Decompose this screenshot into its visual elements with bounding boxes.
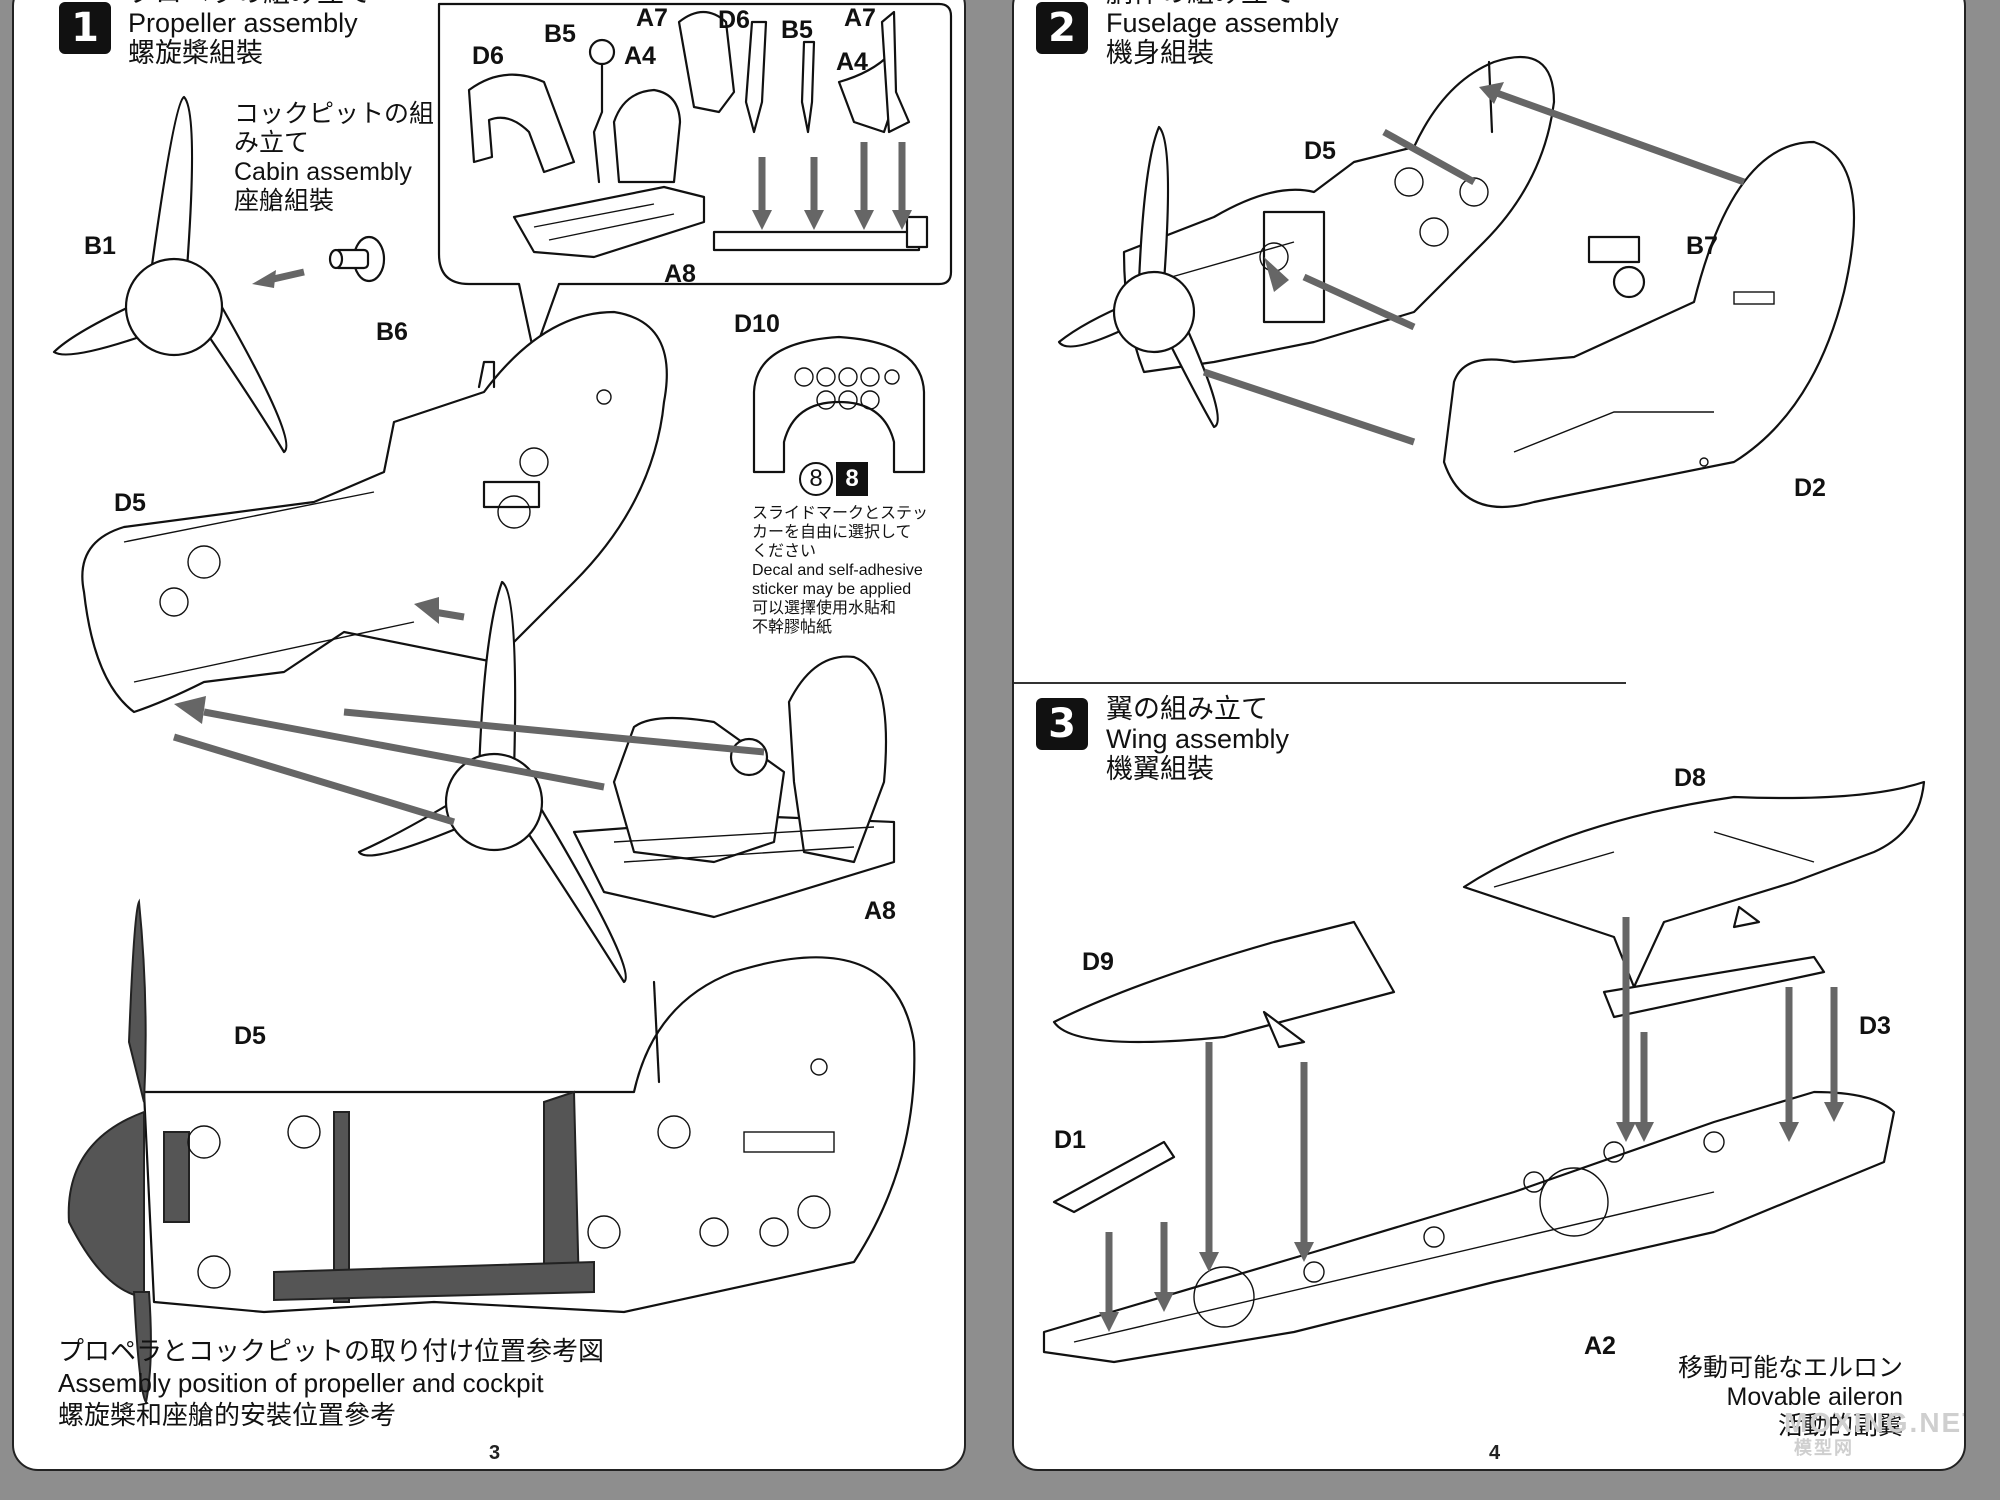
- decal-sticker-note: スライドマークとステッ カーを自由に選択して ください Decal and se…: [752, 504, 928, 637]
- label-d5-step2: D5: [1304, 137, 1336, 165]
- label-d3: D3: [1859, 1012, 1891, 1040]
- part-b5-right-drawing: [800, 40, 816, 134]
- decal-note-ja-1: スライドマークとステッ: [752, 505, 929, 522]
- label-b6: B6: [376, 318, 408, 346]
- aileron-d3-drawing: [1602, 955, 1826, 1019]
- label-inset-a7: A7: [636, 4, 668, 32]
- step-1-title-en: Propeller assembly: [128, 8, 358, 38]
- aileron-caption-en: Movable aileron: [1726, 1383, 1904, 1411]
- cabin-title-zh: 座艙組裝: [234, 187, 335, 215]
- reference-caption-en: Assembly position of propeller and cockp…: [58, 1368, 544, 1398]
- decal-note-en-1: Decal and self-adhesive: [752, 562, 923, 579]
- step-1-number-box: 1: [59, 2, 111, 54]
- wing-d9-drawing: [1052, 920, 1396, 1049]
- reference-caption-zh: 螺旋槳和座艙的安裝位置參考: [58, 1400, 397, 1430]
- step-1-title: プロペラの組み立て Propeller assembly 螺旋槳組裝: [128, 0, 371, 68]
- step-2-title-zh: 機身組裝: [1106, 38, 1214, 68]
- cockpit-a8-drawing: [572, 655, 896, 919]
- step-3-title-en: Wing assembly: [1106, 724, 1290, 754]
- part-a7-drawing: [677, 10, 736, 114]
- label-inset-d6-right: D6: [718, 6, 750, 34]
- wing-d8-drawing: [1462, 780, 1926, 989]
- step-divider: [1014, 682, 1626, 684]
- label-inset-a4: A4: [624, 42, 656, 70]
- fuselage-half-d5-drawing: [81, 310, 668, 714]
- reference-assembly-drawing: [67, 898, 916, 1405]
- propeller-b1-drawing: [52, 95, 288, 454]
- watermark: MOXING.NET: [1784, 1407, 1966, 1438]
- label-d2: D2: [1794, 474, 1826, 502]
- part-d6-drawing: [467, 73, 576, 174]
- page-number-left: 3: [489, 1442, 501, 1464]
- cabin-title-ja-2: み立て: [234, 129, 310, 157]
- label-inset-a4-right: A4: [836, 48, 868, 76]
- part-b5-drawing: [588, 38, 616, 184]
- reference-caption-ja: プロペラとコックピットの取り付け位置参考図: [58, 1336, 605, 1366]
- aileron-caption-ja: 移動可能なエルロン: [1678, 1354, 1904, 1382]
- cabin-title-ja-1: コックピットの組: [234, 100, 435, 128]
- left-page: 1 プロペラの組み立て Propeller assembly 螺旋槳組裝 コック…: [12, 0, 966, 1471]
- cabin-title-en: Cabin assembly: [234, 158, 412, 186]
- part-a8-inset-drawing: [512, 185, 706, 259]
- propeller-step2-drawing: [1057, 125, 1219, 429]
- label-inset-b5: B5: [544, 20, 576, 48]
- watermark-sub: 模型网: [1794, 1438, 1854, 1458]
- decal-note-zh-1: 可以選擇使用水貼和: [752, 600, 897, 617]
- step-3-title-ja: 翼の組み立て: [1106, 694, 1268, 724]
- reference-caption: プロペラとコックピットの取り付け位置参考図 Assembly position …: [58, 1335, 604, 1431]
- decal-note-ja-3: ください: [752, 543, 817, 560]
- cabin-assembly-caption: コックピットの組 み立て Cabin assembly 座艙組裝: [234, 100, 434, 216]
- cabin-inset-bubble: [437, 2, 953, 356]
- right-page-illustrations: [1042, 55, 1926, 1364]
- aileron-d1-drawing: [1052, 1140, 1176, 1214]
- step-2-title-en: Fuselage assembly: [1106, 8, 1339, 38]
- fuselage-half-d2-drawing: [1442, 140, 1856, 509]
- label-b7: B7: [1686, 232, 1718, 260]
- label-d8: D8: [1674, 764, 1706, 792]
- part-d6-right-drawing: [744, 20, 768, 134]
- aileron-caption: 移動可能なエルロン Movable aileron 活動的副翼: [1678, 1354, 1903, 1441]
- spinner-b6-drawing: [328, 235, 386, 283]
- page-number-right: 4: [1489, 1442, 1501, 1464]
- decal-note-en-2: sticker may be applied: [752, 581, 912, 598]
- sticker-box-number: 8: [836, 462, 868, 496]
- step-1-title-ja: プロペラの組み立て: [128, 0, 371, 8]
- step-1-title-zh: 螺旋槳組裝: [128, 38, 263, 68]
- step-3-title: 翼の組み立て Wing assembly 機翼組裝: [1106, 694, 1289, 784]
- step-2-title: 胴体の組み立て Fuselage assembly 機身組裝: [1106, 0, 1339, 68]
- step-2-title-ja: 胴体の組み立て: [1106, 0, 1339, 8]
- label-inset-a8: A8: [664, 260, 696, 288]
- label-b1: B1: [84, 232, 116, 260]
- label-a8: A8: [864, 897, 896, 925]
- label-d10: D10: [734, 310, 780, 338]
- right-page: 2 胴体の組み立て Fuselage assembly 機身組裝 D5 B7 D…: [1012, 0, 1966, 1471]
- decal-note-ja-2: カーを自由に選択して: [752, 524, 912, 541]
- propeller-middle-drawing: [357, 580, 627, 984]
- label-d5-middle: D5: [114, 489, 146, 517]
- label-inset-a7-right: A7: [844, 4, 876, 32]
- label-inset-b5-right: B5: [781, 16, 813, 44]
- step-3-title-zh: 機翼組裝: [1106, 754, 1214, 784]
- sprue-strip-drawing: [712, 230, 921, 252]
- label-a2: A2: [1584, 1332, 1616, 1360]
- label-d9: D9: [1082, 948, 1114, 976]
- part-a7-right-drawing: [880, 10, 911, 134]
- tail-wheel-b7-drawing: [1587, 235, 1646, 299]
- label-d1: D1: [1054, 1126, 1086, 1154]
- step-3-number-box: 3: [1036, 698, 1088, 750]
- decal-note-zh-2: 不幹膠帖紙: [752, 619, 833, 636]
- step-2-number-box: 2: [1036, 2, 1088, 54]
- label-inset-d6: D6: [472, 42, 504, 70]
- label-d5-reference: D5: [234, 1022, 266, 1050]
- instrument-panel-d10-drawing: [752, 335, 926, 474]
- decal-circle-number: 8: [799, 462, 833, 496]
- left-page-illustrations: [52, 2, 953, 1405]
- wing-a2-drawing: [1042, 1090, 1896, 1364]
- part-a4-drawing: [612, 88, 682, 184]
- aileron-caption-zh: 活動的副翼: [1778, 1412, 1904, 1440]
